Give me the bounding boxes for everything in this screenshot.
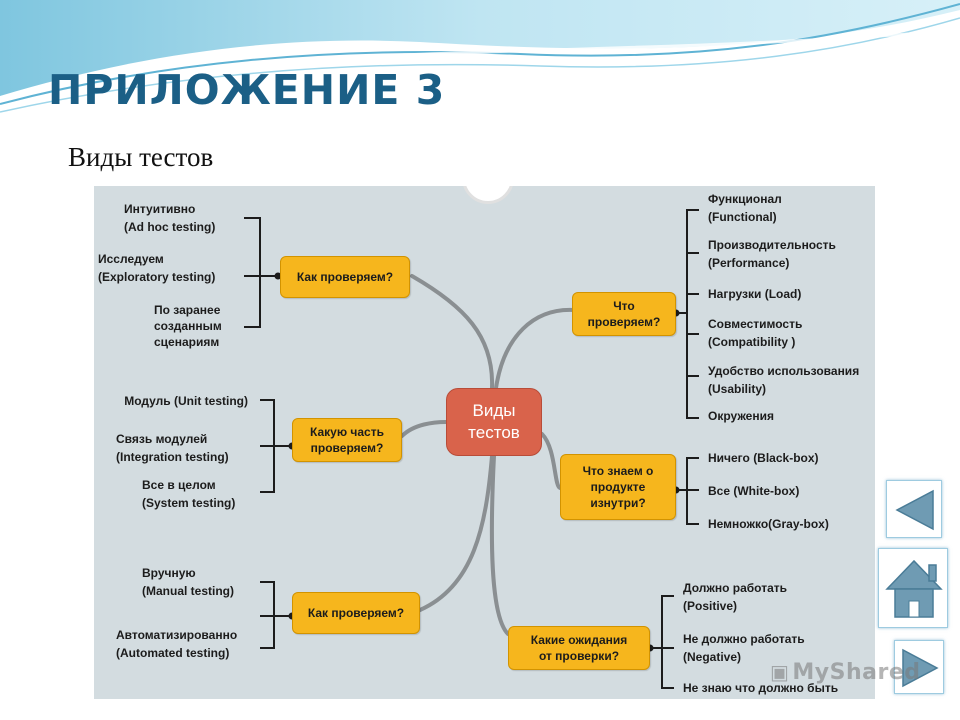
connector-what-know xyxy=(540,432,562,490)
slide-subtitle: Виды тестов xyxy=(68,142,214,172)
leaf-system: Все в целом (System testing) xyxy=(142,478,236,510)
leaf-performance: Производительность (Performance) xyxy=(708,238,836,270)
center-node-test-types: Виды тестов xyxy=(446,388,542,456)
leaf-usability: Удобство использования (Usability) xyxy=(708,364,860,396)
leaf-manual: Вручную (Manual testing) xyxy=(142,566,234,598)
connector-expectations xyxy=(489,454,510,636)
leaf-automated: Автоматизированно (Automated testing) xyxy=(116,628,238,660)
leaf-functional: Функционал (Functional) xyxy=(708,192,782,224)
watermark: ▣MyShared xyxy=(770,660,921,685)
home-button[interactable] xyxy=(878,548,948,628)
branch-what-check: Что проверяем? xyxy=(572,292,676,336)
branch-how-check-1: Как проверяем? xyxy=(280,256,410,298)
triangle-right-icon xyxy=(902,648,939,688)
leaf-compatibility: Совместимость (Compatibility ) xyxy=(708,317,803,349)
triangle-left-icon xyxy=(895,489,934,531)
branch-what-part: Какую часть проверяем? xyxy=(292,418,402,462)
leaf-unit: Модуль (Unit testing) xyxy=(124,394,248,408)
leaf-gray-box: Немножко(Gray-box) xyxy=(708,517,829,531)
mind-map: Виды тестов Как проверяем? Какую часть п… xyxy=(94,186,875,699)
leaf-black-box: Ничего (Black-box) xyxy=(708,451,819,465)
presentation-icon: ▣ xyxy=(770,660,790,684)
leaf-white-box: Все (White-box) xyxy=(708,484,800,498)
leaf-environments: Окружения xyxy=(708,409,774,423)
leaf-adhoc: Интуитивно (Ad hoc testing) xyxy=(124,202,216,234)
leaf-positive: Должно работать (Positive) xyxy=(683,581,788,613)
connector-what-check xyxy=(494,307,576,390)
leaf-negative: Не должно работать (Negative) xyxy=(683,632,805,664)
leaf-load: Нагрузки (Load) xyxy=(708,287,802,301)
branch-what-know: Что знаем о продукте изнутри? xyxy=(560,454,676,520)
leaf-integration: Связь модулей (Integration testing) xyxy=(116,432,229,464)
connector-how-check-1 xyxy=(410,274,495,390)
leaf-scenarios: По заранее созданным сценариям xyxy=(154,303,222,349)
slide-title: ПРИЛОЖЕНИЕ 3 xyxy=(48,66,446,114)
branch-expectations: Какие ожидания от проверки? xyxy=(508,626,650,670)
branch-how-check-2: Как проверяем? xyxy=(292,592,420,634)
header-wave-decoration xyxy=(0,0,960,113)
connector-how-check-2 xyxy=(418,454,494,612)
prev-slide-button[interactable] xyxy=(886,480,942,538)
home-icon xyxy=(885,559,943,618)
connector-what-part xyxy=(400,420,448,438)
leaf-exploratory: Исследуем (Exploratory testing) xyxy=(98,252,216,284)
next-slide-button[interactable] xyxy=(894,640,944,694)
leaf-unknown: Не знаю что должно быть xyxy=(683,681,839,695)
